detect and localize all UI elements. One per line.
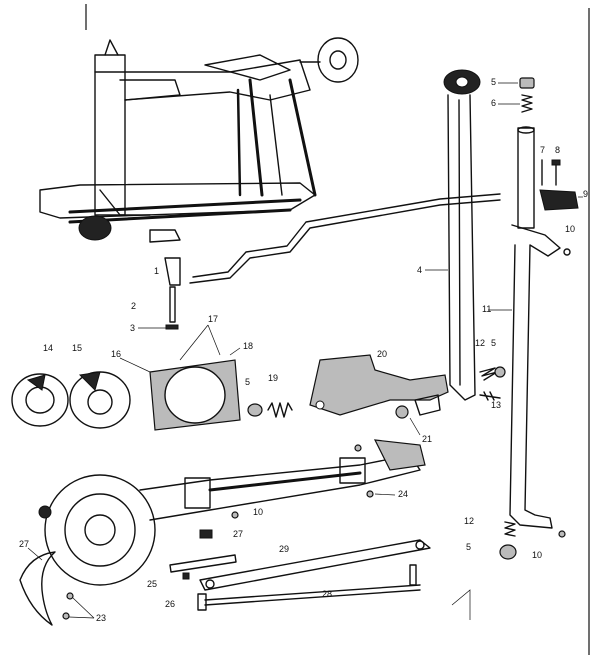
part-label-17: 17 — [208, 314, 218, 324]
part-label-14: 14 — [43, 343, 53, 353]
bracket-part-21 — [395, 394, 441, 436]
nut-part-5-mid — [494, 366, 506, 378]
spring-part-12-bottom — [504, 521, 516, 537]
part-label-10: 10 — [565, 224, 575, 234]
ring-part-16 — [119, 357, 241, 431]
guard-part-27 — [19, 547, 56, 626]
part-label-5: 5 — [245, 377, 250, 387]
part-label-5: 5 — [466, 542, 471, 552]
spring-part-19 — [267, 402, 293, 418]
corner-mark — [451, 589, 471, 620]
screw-part-10-lower — [231, 511, 239, 519]
bar-part-29 — [199, 539, 431, 591]
spring-part-6 — [498, 94, 533, 113]
part-label-3: 3 — [130, 323, 135, 333]
lever-part-20 — [309, 354, 449, 416]
part-label-13: 13 — [491, 400, 501, 410]
part-label-2: 2 — [131, 301, 136, 311]
bobbin-case-part-15 — [69, 371, 131, 429]
part-label-25: 25 — [147, 579, 157, 589]
part-label-8: 8 — [555, 145, 560, 155]
part-label-4: 4 — [417, 265, 422, 275]
leaders-part-17 — [179, 324, 221, 361]
part-label-27: 27 — [19, 539, 29, 549]
part-label-1: 1 — [154, 266, 159, 276]
part-label-21: 21 — [422, 434, 432, 444]
pin-part-2 — [169, 286, 176, 323]
nut-part-5-bottom — [499, 544, 517, 560]
nut-part-5-top — [498, 77, 535, 89]
part-label-16: 16 — [111, 349, 121, 359]
part-label-6: 6 — [491, 98, 496, 108]
part-label-12: 12 — [464, 516, 474, 526]
rod-part-4 — [425, 69, 481, 401]
part-label-10: 10 — [253, 507, 263, 517]
part-label-19: 19 — [268, 373, 278, 383]
rod-part-11 — [488, 126, 571, 529]
part-label-15: 15 — [72, 343, 82, 353]
hook-shaft-assembly — [38, 439, 426, 586]
screw-part-26 — [182, 572, 190, 580]
bent-rod-part-1 — [164, 193, 501, 286]
screw-part-3 — [138, 324, 179, 330]
machine-head-illustration — [39, 37, 359, 243]
part-label-9: 9 — [583, 189, 588, 199]
part-label-29: 29 — [279, 544, 289, 554]
part-label-20: 20 — [377, 349, 387, 359]
clamp-part-9 — [539, 189, 583, 211]
screw-part-13 — [479, 391, 501, 401]
part-label-10: 10 — [532, 550, 542, 560]
leader-part-18 — [229, 347, 241, 356]
part-label-5: 5 — [491, 338, 496, 348]
part-label-24: 24 — [398, 489, 408, 499]
part-label-27: 27 — [233, 529, 243, 539]
screw-part-8 — [551, 159, 561, 186]
nut-part-5-lower — [247, 403, 263, 417]
spring-part-12-mid — [479, 367, 498, 381]
pin-part-25 — [169, 554, 237, 573]
part-label-18: 18 — [243, 341, 253, 351]
screw-part-27-lower — [199, 529, 213, 539]
part-label-23: 23 — [96, 613, 106, 623]
part-label-26: 26 — [165, 599, 175, 609]
screw-part-10-bottom — [558, 530, 566, 538]
screws-part-24 — [354, 444, 396, 498]
part-label-7: 7 — [540, 145, 545, 155]
screws-part-23 — [62, 592, 95, 620]
shaft-part-28 — [197, 564, 421, 611]
part-label-11: 11 — [482, 304, 491, 314]
hook-part-14 — [11, 373, 69, 427]
part-label-12: 12 — [475, 338, 485, 348]
part-label-28: 28 — [322, 589, 332, 599]
part-label-5: 5 — [491, 77, 496, 87]
